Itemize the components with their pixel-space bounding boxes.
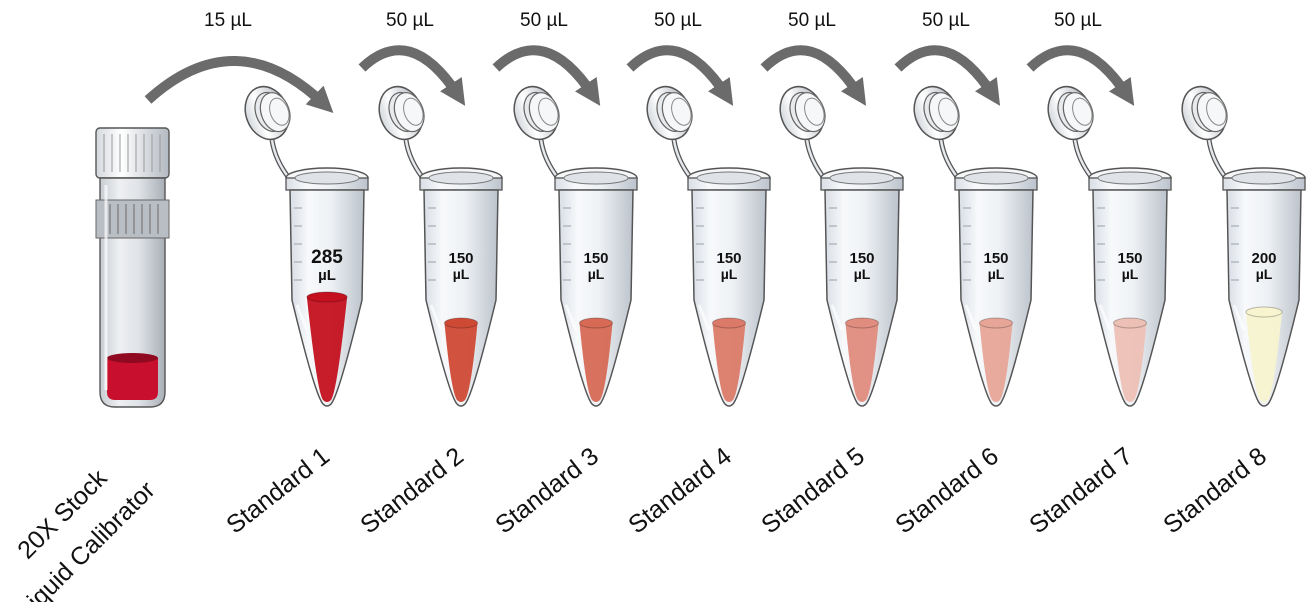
tube-volume-unit: µL	[721, 266, 738, 282]
tube-label: Standard 8	[1158, 442, 1272, 539]
tube-body	[958, 189, 1034, 407]
transfer-volume-label: 50 µL	[1054, 10, 1102, 31]
transfer-volume-label: 50 µL	[654, 10, 702, 31]
tube-liquid-surface	[1112, 317, 1148, 329]
tube-cap	[244, 85, 291, 141]
tube-liquid	[979, 323, 1013, 402]
tube-liquid-surface	[578, 317, 614, 329]
tube-label: Standard 2	[355, 442, 469, 539]
transfer-arrow-4: 50 µL	[626, 10, 734, 106]
transfer-arrow-6: 50 µL	[894, 10, 1001, 106]
tube-liquid-surface	[306, 291, 348, 303]
tube-body	[824, 189, 900, 407]
tube-hinge	[671, 139, 693, 180]
tube-label: Standard 7	[1024, 442, 1138, 539]
stock-liquid	[107, 353, 158, 400]
tube-label: Standard 1	[221, 442, 335, 539]
tube-liquid	[845, 323, 879, 402]
tube-label: Standard 4	[623, 442, 737, 539]
tube-volume-unit: µL	[854, 266, 871, 282]
tube-body	[1226, 189, 1302, 407]
tube-liquid	[712, 323, 746, 402]
tube-volume: 285	[311, 247, 343, 268]
transfer-arrow-5: 50 µL	[760, 10, 867, 106]
tube-hinge	[403, 139, 425, 180]
transfer-volume-label: 15 µL	[204, 10, 252, 31]
tube-volume: 150	[1117, 250, 1142, 267]
tube-volume-unit: µL	[1122, 266, 1139, 282]
tube-cap	[646, 85, 693, 141]
tube-liquid	[306, 297, 348, 402]
tube-cap	[378, 85, 425, 141]
tube-liquid-surface	[1245, 306, 1283, 318]
transfer-arrow-2: 50 µL	[358, 10, 466, 106]
transfer-arrow-7: 50 µL	[1026, 10, 1135, 106]
tube-cap	[513, 85, 560, 141]
tube-liquid-surface	[711, 317, 747, 329]
transfer-arrow-3: 50 µL	[492, 10, 601, 106]
tube-hinge	[538, 139, 560, 180]
arrows-layer: 15 µL 50 µL 50 µL 50 µL 50 µL 50 µL 50 µL	[144, 10, 1135, 113]
tube-cap	[1181, 85, 1228, 141]
tube-volume: 150	[448, 250, 473, 267]
tube-body	[1092, 189, 1168, 407]
tube-volume-unit: µL	[318, 267, 336, 284]
tube-volume: 200	[1251, 250, 1276, 267]
tube-volume: 150	[849, 250, 874, 267]
stock-cap	[95, 127, 170, 179]
tube-liquid	[1245, 312, 1283, 402]
tube-volume-unit: µL	[453, 266, 470, 282]
transfer-volume-label: 50 µL	[386, 10, 434, 31]
tube-liquid	[1113, 323, 1147, 402]
tube-volume-unit: µL	[988, 266, 1005, 282]
tube-liquid	[444, 323, 478, 402]
tube-body	[558, 189, 634, 407]
tube-cap	[1047, 85, 1094, 141]
tube-volume-unit: µL	[588, 266, 605, 282]
tube-liquid-surface	[844, 317, 880, 329]
tube-hinge	[269, 139, 291, 180]
transfer-volume-label: 50 µL	[788, 10, 836, 31]
tube-hinge	[1206, 139, 1228, 180]
tube-liquid-surface	[978, 317, 1014, 329]
tube-volume: 150	[583, 250, 608, 267]
transfer-arrow-1: 15 µL	[144, 10, 334, 113]
tube-liquid-surface	[443, 317, 479, 329]
tube-cap	[913, 85, 960, 141]
tube-label: Standard 3	[490, 442, 604, 539]
tube-cap	[779, 85, 826, 141]
tube-label: Standard 6	[890, 442, 1004, 539]
stock-tube	[95, 127, 170, 408]
tube-volume-unit: µL	[1256, 266, 1273, 282]
tube-body	[691, 189, 767, 407]
tube-liquid	[579, 323, 613, 402]
tube-volume: 150	[716, 250, 741, 267]
transfer-volume-label: 50 µL	[520, 10, 568, 31]
tube-volume: 150	[983, 250, 1008, 267]
tube-hinge	[804, 139, 826, 180]
transfer-volume-label: 50 µL	[922, 10, 970, 31]
tube-body	[423, 189, 499, 407]
tube-hinge	[938, 139, 960, 180]
tube-hinge	[1072, 139, 1094, 180]
tube-label: Standard 5	[756, 442, 870, 539]
